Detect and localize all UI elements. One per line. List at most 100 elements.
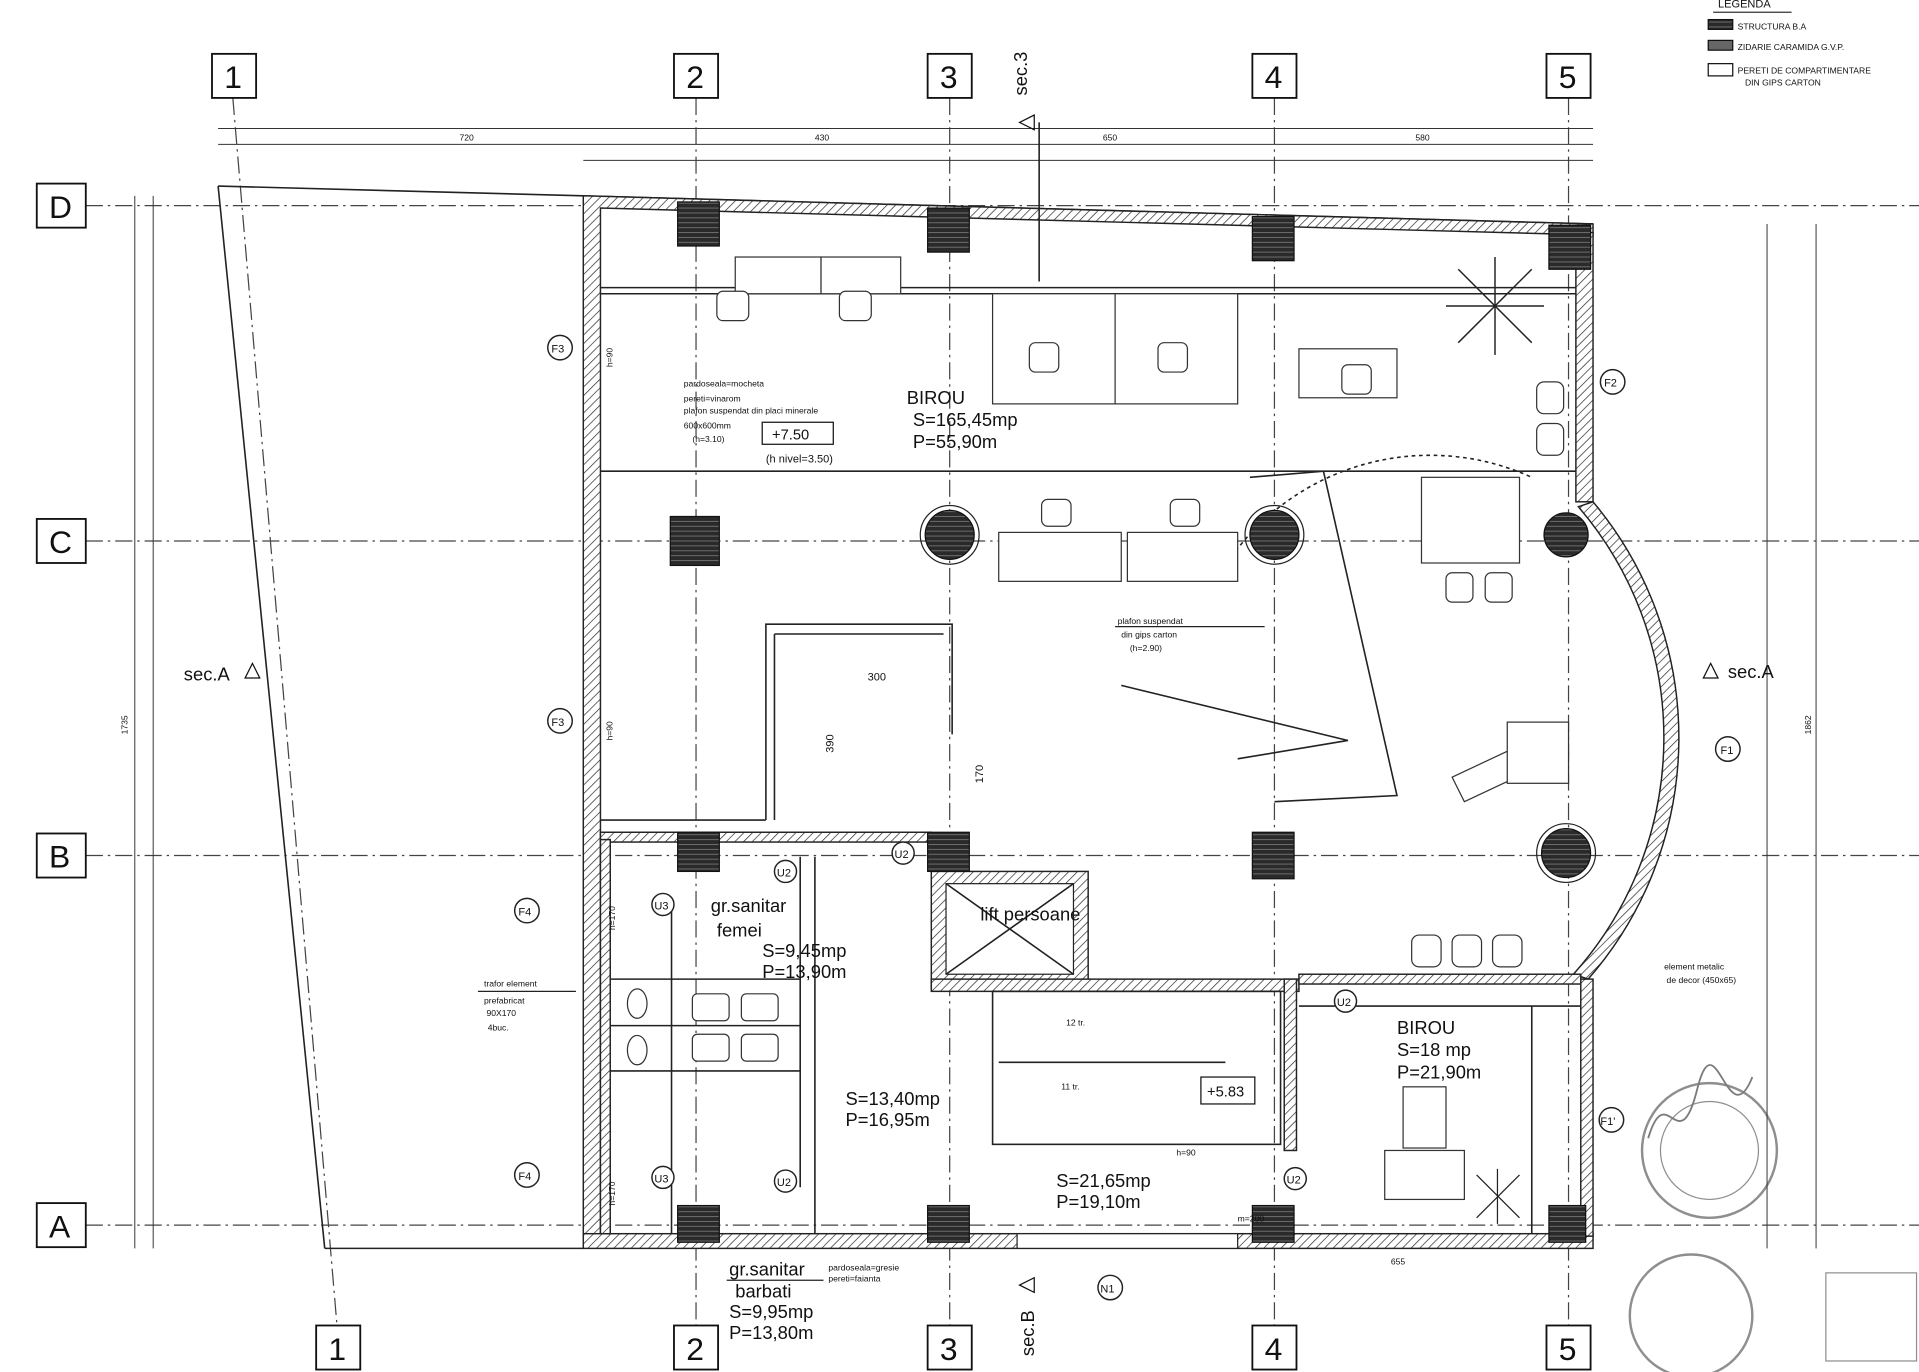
grid-labels: 1 2 3 4 5 1 2 3 4 5 D C B A: [35, 52, 1592, 1371]
annotations: trafor element prefabricat 90X170 4buc. …: [477, 961, 1737, 1033]
tag-f1-prime: F1': [1600, 1116, 1615, 1128]
grid-col-3-top: 3: [940, 59, 958, 95]
dim-top-1: 720: [460, 133, 475, 143]
section-B-label: sec.B: [1017, 1310, 1038, 1356]
room-office-main: pardoseala=mocheta pereti=vinarom plafon…: [684, 379, 1265, 783]
tag-f2: F2: [1604, 378, 1617, 390]
room-stairs: 12 tr. 11 tr. +5.83 h=90 S=21,65mp P=19,…: [1016, 1018, 1265, 1249]
dim-bottom-1: 655: [1391, 1256, 1406, 1266]
stairs-perimeter: P=19,10m: [1056, 1191, 1140, 1212]
wc-women-area: S=9,45mp: [762, 940, 846, 961]
interior-walls: [599, 454, 1582, 1235]
office-small-area: S=18 mp: [1397, 1039, 1471, 1060]
grid-col-4-top: 4: [1265, 59, 1283, 95]
grid-row-A: A: [49, 1208, 71, 1244]
tag-h170-top: h=170: [607, 906, 617, 930]
dim-corridor-300: 300: [868, 671, 886, 683]
legend-swatch-brick: [1707, 39, 1734, 51]
decor-note-1: element metalic: [1664, 961, 1725, 971]
trafor-note-1: trafor element: [484, 978, 537, 988]
tag-f3-top: F3: [551, 343, 564, 355]
exterior-wall-right: [1575, 231, 1594, 503]
legend-item-gypsum: PERETI DE COMPARTIMENTARE: [1738, 65, 1872, 75]
tag-u2-hall: U2: [895, 849, 909, 861]
structural-columns: [669, 201, 1597, 1243]
office-main-area: S=165,45mp: [913, 409, 1018, 430]
tag-f4-bottom: F4: [518, 1171, 531, 1183]
plant-icon: [1445, 257, 1545, 355]
tag-n1: N1: [1100, 1283, 1114, 1295]
tag-u3-top: U3: [654, 900, 668, 912]
dimension-lines: 720 430 650 580 1735 1862 655: [119, 128, 1817, 1266]
lift-label: lift persoane: [980, 903, 1080, 924]
grid-lines: [85, 97, 1919, 1326]
section-A-left-label: sec.A: [184, 664, 231, 685]
wc-women-perimeter: P=13,90m: [762, 961, 846, 982]
office-main-name: BIROU: [907, 387, 965, 408]
staircase: [991, 990, 1282, 1146]
office-note-ceiling: plafon suspendat din placi minerale: [684, 406, 819, 416]
trafor-note-2: prefabricat: [484, 996, 525, 1006]
tag-f1: F1: [1720, 745, 1733, 757]
office-level: +7.50: [772, 427, 809, 443]
section-arrow-icon: [1702, 661, 1720, 679]
approval-stamp: [1628, 1064, 1918, 1372]
building-outline: [217, 185, 1680, 1250]
legend-item-structure: STRUCTURA B.A: [1738, 21, 1807, 31]
tag-u3-bottom: U3: [654, 1173, 668, 1185]
decor-note-2: de decor (450x65): [1667, 975, 1737, 985]
tag-h90-top: h=90: [605, 348, 615, 368]
dim-top-4: 580: [1415, 133, 1430, 143]
office-level-note: (h nivel=3.50): [766, 454, 833, 466]
wc-men-perimeter: P=13,80m: [729, 1322, 813, 1343]
section-A-right-label: sec.A: [1728, 661, 1775, 682]
grid-row-B: B: [49, 839, 70, 875]
trafor-note-3: 90X170: [486, 1008, 516, 1018]
ceiling-note-1: plafon suspendat: [1118, 616, 1184, 626]
stairs-m: m=200: [1238, 1213, 1265, 1223]
room-hall: S=13,40mp P=16,95m: [846, 1088, 940, 1130]
section-arrow-icon: [244, 661, 261, 679]
legend-item-gypsum-2: DIN GIPS CARTON: [1745, 78, 1821, 88]
grid-row-D: D: [49, 189, 72, 225]
grid-col-3-bottom: 3: [940, 1331, 958, 1367]
wc-men-area: S=9,95mp: [729, 1301, 813, 1322]
tag-u2-wc: U2: [777, 867, 791, 879]
room-wc-women: gr.sanitar femei S=9,45mp P=13,90m: [711, 895, 847, 982]
wc-women-name2: femei: [717, 919, 762, 940]
dim-corridor-390: 390: [824, 734, 836, 752]
hall-perimeter: P=16,95m: [846, 1109, 930, 1130]
tag-u2-men: U2: [777, 1177, 791, 1189]
tag-h90-mid: h=90: [605, 721, 615, 741]
wc-men-note-floor: pardoseala=gresie: [828, 1262, 899, 1272]
stairs-flight-1: 12 tr.: [1066, 1018, 1085, 1028]
stairs-railing-height: h=90: [1176, 1147, 1196, 1157]
tag-f4-top: F4: [518, 906, 531, 918]
tag-f3-mid: F3: [551, 717, 564, 729]
dim-corridor-170: 170: [974, 765, 986, 783]
legend-item-brick: ZIDARIE CARAMIDA G.V.P.: [1738, 42, 1845, 52]
wc-men-note-walls: pereti=faianta: [828, 1273, 880, 1283]
office-small-perimeter: P=21,90m: [1397, 1061, 1481, 1082]
section-arrow-icon: [1018, 114, 1035, 131]
dim-right-total: 1862: [1803, 715, 1813, 734]
legend-swatch-structure: [1707, 18, 1734, 30]
grid-col-1-bottom: 1: [328, 1331, 346, 1367]
legend: LEGENDA STRUCTURA B.A ZIDARIE CARAMIDA G…: [1707, 0, 1872, 88]
entrance-steps: [1016, 1233, 1239, 1249]
office-note-height: (h=3.10): [692, 434, 724, 444]
legend-swatch-gypsum: [1707, 63, 1734, 77]
furniture: [626, 256, 1570, 1224]
office-small-name: BIROU: [1397, 1017, 1455, 1038]
trafor-note-4: 4buc.: [488, 1023, 509, 1033]
grid-col-5-bottom: 5: [1559, 1331, 1577, 1367]
legend-title: LEGENDA: [1718, 0, 1771, 10]
section-3-label: sec.3: [1010, 52, 1031, 96]
element-tags: F3 F3 F4 F4 F2 F1 F1' U2 U2 U2 U2 U2 U3 …: [513, 334, 1741, 1301]
section-markers: sec.3 sec.A sec.A sec.B: [184, 52, 1775, 1356]
wc-women-name: gr.sanitar: [711, 895, 787, 916]
office-note-tile: 600x600mm: [684, 420, 731, 430]
grid-col-4-bottom: 4: [1265, 1331, 1283, 1367]
dim-left-total: 1735: [119, 715, 129, 734]
